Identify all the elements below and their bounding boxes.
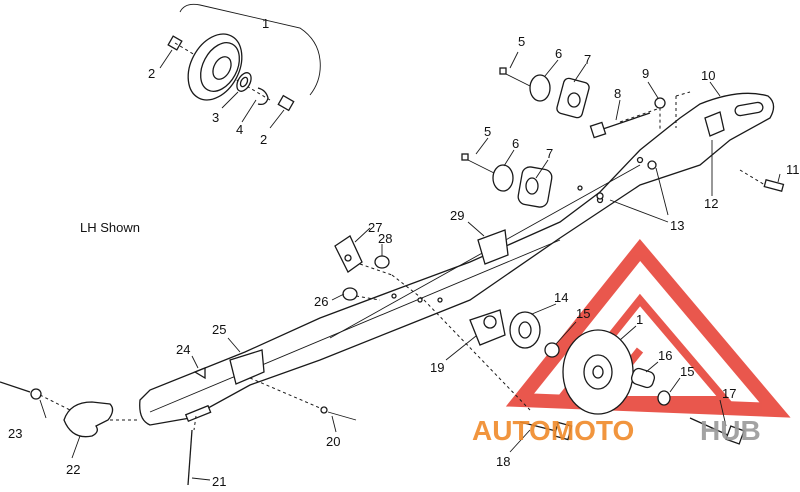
slide-rail: [139, 91, 775, 426]
watermark-text-b: HUB: [700, 415, 761, 446]
automotohub-wordmark: AUTOMOTO HUB: [472, 415, 761, 446]
callout-17: 17: [722, 386, 736, 401]
lower-spacer-group: [461, 153, 669, 223]
callout-24: 24: [176, 342, 190, 357]
callout-28: 28: [378, 231, 392, 246]
callout-7-bottom: 7: [546, 146, 553, 161]
callout-26: 26: [314, 294, 328, 309]
front-tip-parts: [0, 349, 357, 486]
callout-15-right: 15: [680, 364, 694, 379]
callout-13: 13: [670, 218, 684, 233]
callout-14: 14: [554, 290, 568, 305]
bolt-11: [739, 169, 785, 192]
callout-23: 23: [8, 426, 22, 441]
callout-11: 11: [786, 162, 800, 177]
callout-5-bottom: 5: [484, 124, 491, 139]
callout-27: 27: [368, 220, 382, 235]
callout-12: 12: [704, 196, 718, 211]
callout-numbers: 1 2 3 4 2 5 6 7 8 9 10 11 12 13 5 6 7 LH…: [8, 16, 800, 489]
callout-10: 10: [701, 68, 715, 83]
lower-wheel-assembly: [423, 299, 745, 445]
callout-21: 21: [212, 474, 226, 489]
callout-15-left: 15: [576, 306, 590, 321]
leader-lines: [39, 49, 781, 481]
callout-4: 4: [236, 122, 243, 137]
callout-19: 19: [430, 360, 444, 375]
callout-6-bottom: 6: [512, 136, 519, 151]
callout-2-bottom: 2: [260, 132, 267, 147]
callout-3: 3: [212, 110, 219, 125]
callout-5-top: 5: [518, 34, 525, 49]
callout-18: 18: [496, 454, 510, 469]
callout-8: 8: [614, 86, 621, 101]
callout-9: 9: [642, 66, 649, 81]
callout-29: 29: [450, 208, 464, 223]
callout-1-top: 1: [262, 16, 269, 31]
callout-7-top: 7: [584, 52, 591, 67]
callout-20: 20: [326, 434, 340, 449]
upper-spacer-group: [499, 67, 666, 139]
watermark-text-a: AUTOMOTO: [472, 415, 634, 446]
callout-6-top: 6: [555, 46, 562, 61]
callout-25: 25: [212, 322, 226, 337]
callout-16: 16: [658, 348, 672, 363]
callout-2-top: 2: [148, 66, 155, 81]
upper-wheel-assembly: [167, 3, 321, 112]
view-label: LH Shown: [80, 220, 140, 235]
callout-1-bottom: 1: [636, 312, 643, 327]
callout-22: 22: [66, 462, 80, 477]
